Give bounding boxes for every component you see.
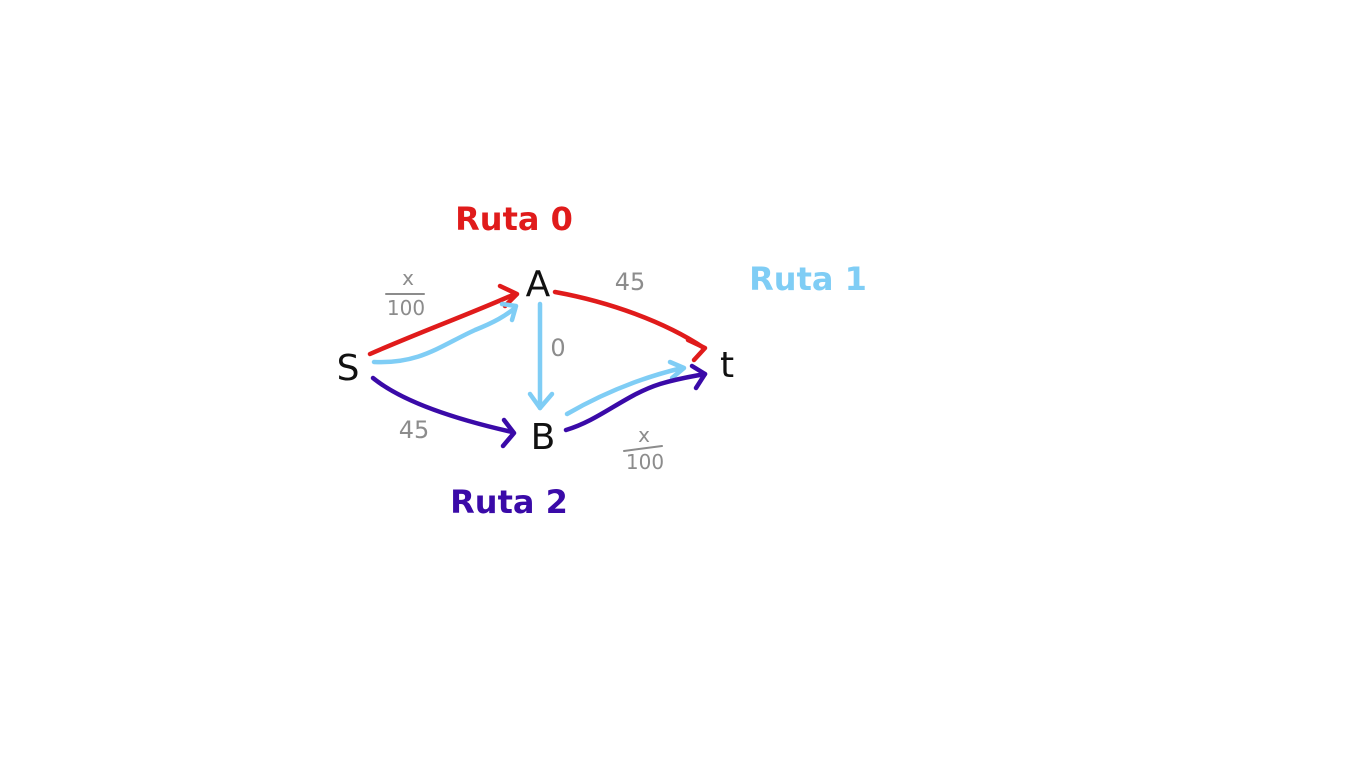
weight-s-a-numerator: x	[402, 266, 414, 290]
route1-edge-s-a	[371, 305, 518, 365]
node-a: A	[526, 264, 551, 305]
node-b: B	[531, 417, 556, 458]
route2-arrowhead-b	[500, 417, 517, 449]
route1-arrowhead-b	[527, 391, 555, 411]
route1-arrowhead-a	[499, 301, 519, 323]
weight-s-a-denominator: 100	[387, 296, 425, 320]
weight-a-t: 45	[615, 268, 646, 296]
route0-arrowhead-a	[497, 283, 520, 309]
route1-edge-b-t	[564, 365, 685, 417]
route2-arrowhead-t	[689, 363, 708, 391]
node-s: S	[337, 348, 360, 389]
route2-label: Ruta 2	[450, 483, 568, 521]
weight-a-b: 0	[550, 334, 565, 362]
route0-label: Ruta 0	[455, 200, 573, 238]
route2-edge-s-b	[370, 375, 515, 435]
weight-b-t-denominator: 100	[626, 450, 664, 474]
route1-label: Ruta 1	[749, 260, 867, 298]
node-t: t	[720, 345, 734, 386]
route0-edge-s-a	[367, 291, 518, 357]
route2-edge-b-t	[563, 371, 708, 433]
route0-arrowhead-t	[685, 337, 708, 363]
route0-edge-a-t	[552, 289, 707, 351]
route1-arrowhead-t	[667, 359, 687, 381]
weight-b-t-numerator: x	[638, 423, 650, 447]
weight-s-b: 45	[399, 416, 430, 444]
fraction-bar-b-t	[623, 445, 663, 452]
